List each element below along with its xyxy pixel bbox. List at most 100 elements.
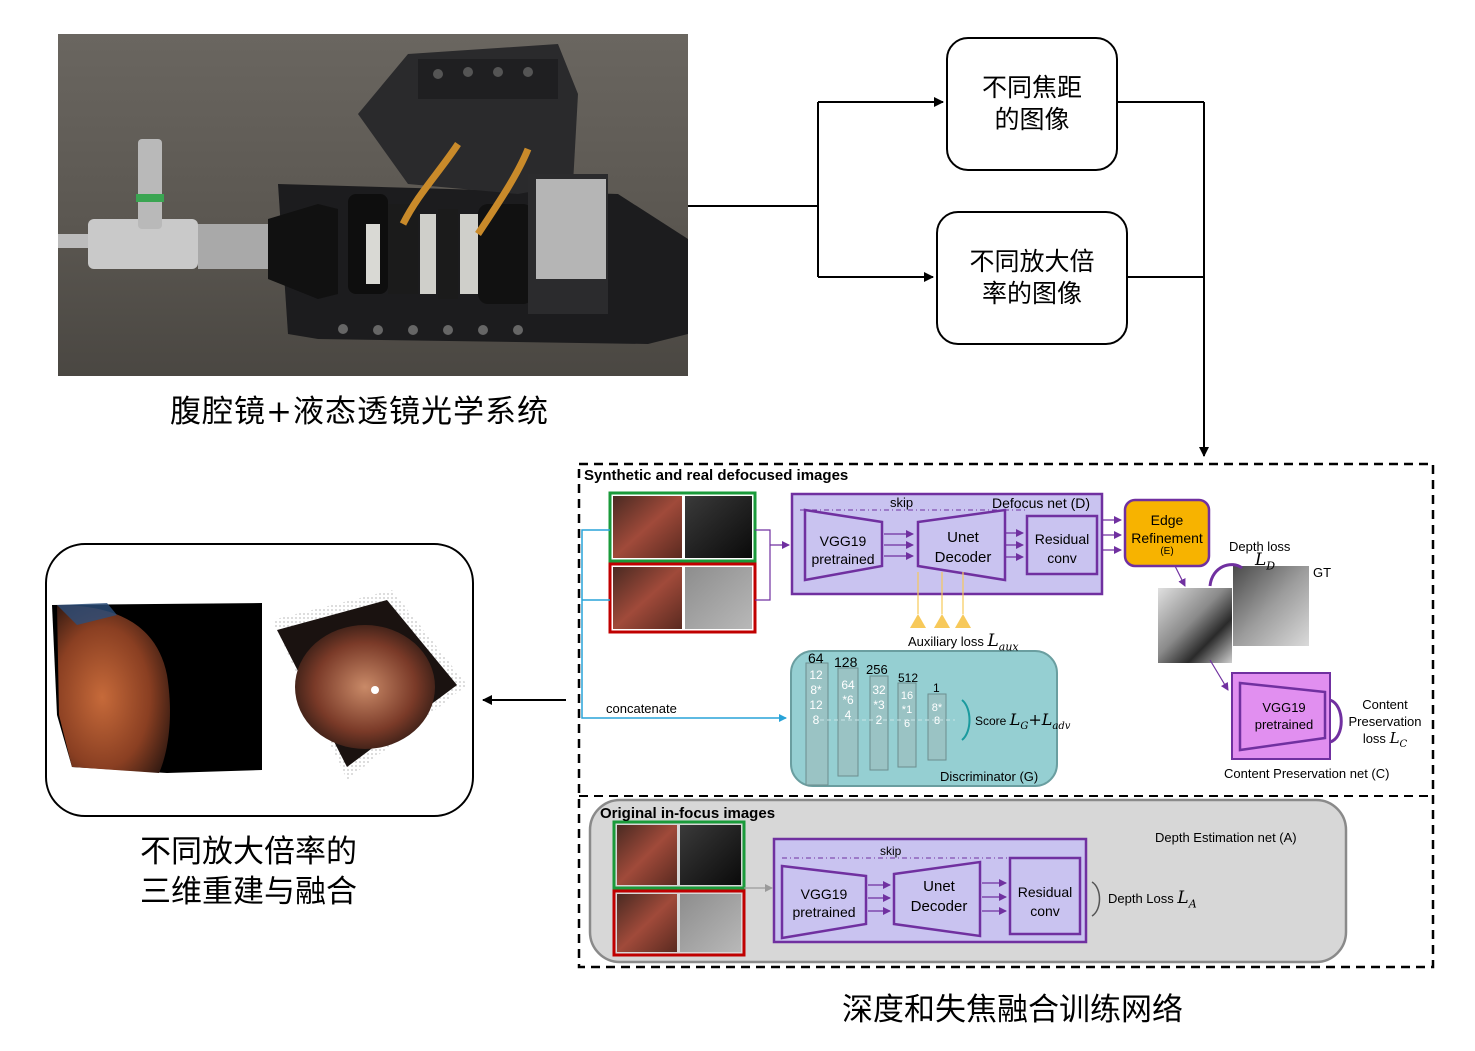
aux-loss-symbol-sub: aux (998, 640, 1019, 654)
defocus-thumb-rgb-1 (613, 496, 682, 558)
infocus-thumb-rgb-1 (617, 825, 677, 885)
depth-decoder-label: Unet Decoder (896, 877, 982, 917)
network-caption: 深度和失焦融合训练网络 (842, 992, 1183, 1028)
depth-loss-label: Depth loss (1229, 539, 1290, 554)
reconstruction-caption-line2: 三维重建与融合 (140, 874, 357, 910)
infocus-thumb-depth-1 (680, 825, 741, 885)
content-loss-symbol-sub: C (1399, 739, 1408, 750)
depth-decoder (892, 860, 982, 938)
disc-loss-plus: + (1028, 710, 1042, 729)
content-encoder-line2: pretrained (1254, 717, 1314, 732)
depth-loss-symbol-sub: D (1266, 559, 1276, 573)
defocus-encoder (803, 508, 884, 582)
defocus-net-title: Defocus net (D) (992, 495, 1091, 511)
defocus-encoder-line1: VGG19 (819, 533, 867, 549)
edge-line1: Edge (1150, 512, 1184, 528)
defocus-thumb-depth-2 (685, 567, 752, 629)
content-loss-line1: Content (1362, 697, 1408, 712)
depth-residual-label: Residual conv (1010, 883, 1080, 921)
depth-net-title: Depth Estimation net (A) (1155, 830, 1297, 845)
content-loss-line2: Preservation (1348, 714, 1422, 729)
content-loss-word: loss (1362, 731, 1386, 746)
disc-channel-2: 256 (866, 662, 888, 677)
depth-residual-line2: conv (1030, 903, 1060, 919)
disc-loss-g: L (1009, 710, 1021, 729)
infocus-thumb-depth-2 (680, 894, 741, 952)
depth-net-loss-symbol-sub: A (1188, 897, 1197, 911)
depth-decoder-line1: Unet (923, 878, 955, 895)
red-frame-top (608, 562, 757, 634)
concatenate-label: concatenate (606, 701, 677, 716)
disc-dim-1: 64*64 (841, 678, 855, 722)
edge-refinement-label: Edge Refinement (E) (1125, 511, 1209, 557)
depth-skip-label: skip (880, 844, 902, 858)
defocus-decoder-line1: Unet (947, 529, 979, 546)
depth-net-loss-label: Depth Loss LA (1108, 888, 1197, 910)
laparoscope-photo (58, 34, 688, 376)
defocus-residual-line1: Residual (1034, 531, 1090, 547)
disc-dim-0: 128*128 (809, 668, 823, 727)
green-frame-bottom (612, 820, 746, 890)
green-frame-top (608, 491, 757, 563)
disc-dim-4: 8*8 (931, 702, 943, 727)
network-outer-frame (577, 462, 1435, 969)
reconstruction-images (52, 590, 467, 780)
reconstruction-panel (45, 543, 474, 817)
bottom-section-title: Original in-focus images (600, 805, 776, 822)
gt-depth-map (1233, 566, 1309, 646)
gt-label: GT (1313, 565, 1332, 580)
edge-line2: Refinement (1131, 530, 1203, 546)
edge-tag: (E) (1160, 546, 1174, 557)
red-frame-bottom (612, 889, 746, 957)
depth-loss-text: Depth loss (1229, 539, 1291, 554)
depth-encoder-line1: VGG19 (800, 886, 848, 902)
disc-channel-0: 64 (808, 650, 824, 666)
aux-loss-symbol-main: L (987, 631, 999, 651)
content-loss-label: Content Preservation loss LC (1340, 696, 1430, 753)
disc-loss-formula: LG+Ladv (1009, 710, 1071, 733)
defocus-residual-line2: conv (1047, 550, 1077, 566)
top-section-title: Synthetic and real defocused images (584, 467, 849, 484)
defocus-skip-label: skip (890, 495, 914, 510)
defocus-thumb-rgb-2 (613, 567, 682, 629)
reconstruction-caption-line1: 不同放大倍率的 (140, 834, 357, 870)
laparoscope-illustration (58, 44, 688, 344)
discriminator-title: Discriminator (G) (940, 769, 1039, 784)
reconstruction-tissue-right (295, 625, 435, 749)
depth-residual (1008, 856, 1082, 936)
depth-residual-line1: Residual (1017, 884, 1073, 900)
defocus-decoder-label: Unet Decoder (920, 528, 1006, 568)
content-encoder-line1: VGG19 (1262, 700, 1306, 715)
disc-channel-1: 128 (834, 654, 858, 670)
concatenate-line (581, 529, 787, 722)
defocus-residual-label: Residual conv (1027, 530, 1097, 568)
content-loss-symbol: LC (1390, 729, 1408, 751)
disc-loss-g-sub: G (1020, 721, 1029, 733)
edge-refinement-box (1123, 498, 1211, 568)
depth-loss-symbol-main: L (1255, 550, 1267, 570)
content-net-title: Content Preservation net (C) (1224, 766, 1390, 781)
magnification-images-box: 不同放大倍 率的图像 (936, 211, 1128, 345)
disc-channel-4: 1 (933, 681, 940, 695)
disc-channel-3: 512 (898, 671, 919, 685)
aux-loss-label: Auxiliary loss Laux (908, 631, 1019, 653)
disc-loss-adv-sub: adv (1052, 721, 1071, 733)
content-loss-line3: loss LC (1340, 730, 1430, 753)
system-caption: 腹腔镜+液态透镜光学系统 (170, 394, 549, 430)
magnification-images-label: 不同放大倍 率的图像 (969, 247, 1095, 308)
depth-encoder (780, 864, 868, 940)
depth-net-loss-text: Depth Loss (1108, 891, 1174, 906)
focal-length-images-box: 不同焦距 的图像 (946, 37, 1118, 171)
defocus-thumb-depth-1 (685, 496, 752, 558)
defocus-decoder-line2: Decoder (934, 549, 992, 566)
reconstruction-tissue-left (57, 605, 170, 773)
defocus-residual (1025, 514, 1099, 576)
predicted-depth-map (1158, 588, 1232, 663)
defocus-encoder-label: VGG19 pretrained (805, 532, 881, 568)
content-encoder-label: VGG19 pretrained (1244, 699, 1324, 733)
depth-loss-symbol: LD (1255, 550, 1275, 572)
defocus-encoder-line2: pretrained (811, 551, 875, 567)
depth-net-loss-symbol-main: L (1177, 888, 1189, 908)
content-encoder (1238, 681, 1327, 752)
